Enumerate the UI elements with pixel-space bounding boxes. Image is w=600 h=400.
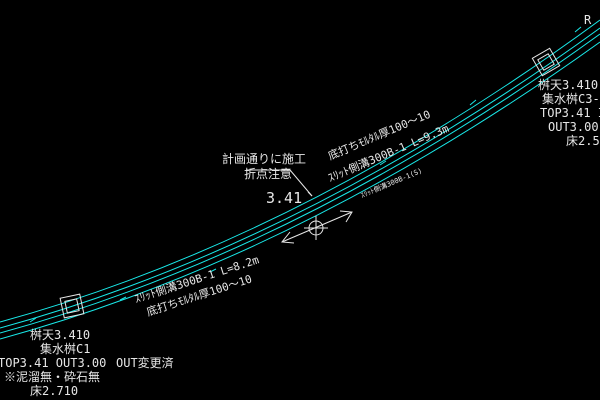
plan-note-line1: 計画通りに施工 [222, 151, 306, 166]
basin-left-name: 集水桝C1 [40, 341, 90, 356]
slit-mark [119, 296, 127, 301]
slit-mark [379, 160, 387, 166]
small-ditch-label: ｽﾘｯﾄ側溝300B-1(S) [359, 166, 423, 200]
plan-note-line2: 折点注意 [244, 166, 292, 181]
ditch-line-outer-bottom [0, 41, 600, 340]
basin-right-out: OUT3.00 [548, 120, 599, 134]
catch-basin-left [59, 293, 85, 319]
flow-arrow-head-right [339, 210, 353, 223]
basin-right-name: 集水桝C3-2 [542, 91, 600, 106]
ditch-lines [0, 19, 600, 340]
basin-left-inner [64, 298, 80, 314]
basin-right-floor: 床2.51 [566, 134, 600, 148]
basin-left-outer [59, 293, 85, 319]
corner-label: R [584, 13, 592, 27]
basin-left-note: ※泥溜無・砕石無 [4, 369, 100, 384]
leader-tip [307, 191, 313, 197]
ditch-line-outer-top [0, 19, 600, 323]
basin-left-top-elev: 桝天3.410 [30, 327, 90, 342]
basin-right-top-elev: 桝天3.410 [538, 77, 598, 92]
ditch-line-inner-top [0, 27, 600, 329]
slit-mark [574, 26, 582, 33]
basin-right-outer [531, 47, 561, 77]
basin-right-inner [537, 53, 555, 71]
flow-arrow [281, 210, 353, 244]
ditch-line-inner-bottom [0, 33, 600, 334]
elevation-label: 3.41 [266, 189, 302, 207]
plan-note-leader [246, 169, 313, 197]
basin-right-top-in: TOP3.41 IN [540, 106, 600, 120]
slit-mark [469, 99, 477, 106]
slit-mark [209, 268, 217, 273]
catch-basin-right [531, 47, 561, 77]
slit-mark [29, 317, 37, 323]
flow-arrow-head-left [281, 231, 295, 244]
basin-left-out-changed: OUT変更済 [116, 355, 174, 370]
slit-marks [29, 26, 582, 323]
flow-arrow-shaft [281, 211, 353, 243]
basin-left-top-out: TOP3.41 OUT3.00 [0, 356, 106, 370]
basin-left-floor: 床2.710 [30, 384, 78, 398]
